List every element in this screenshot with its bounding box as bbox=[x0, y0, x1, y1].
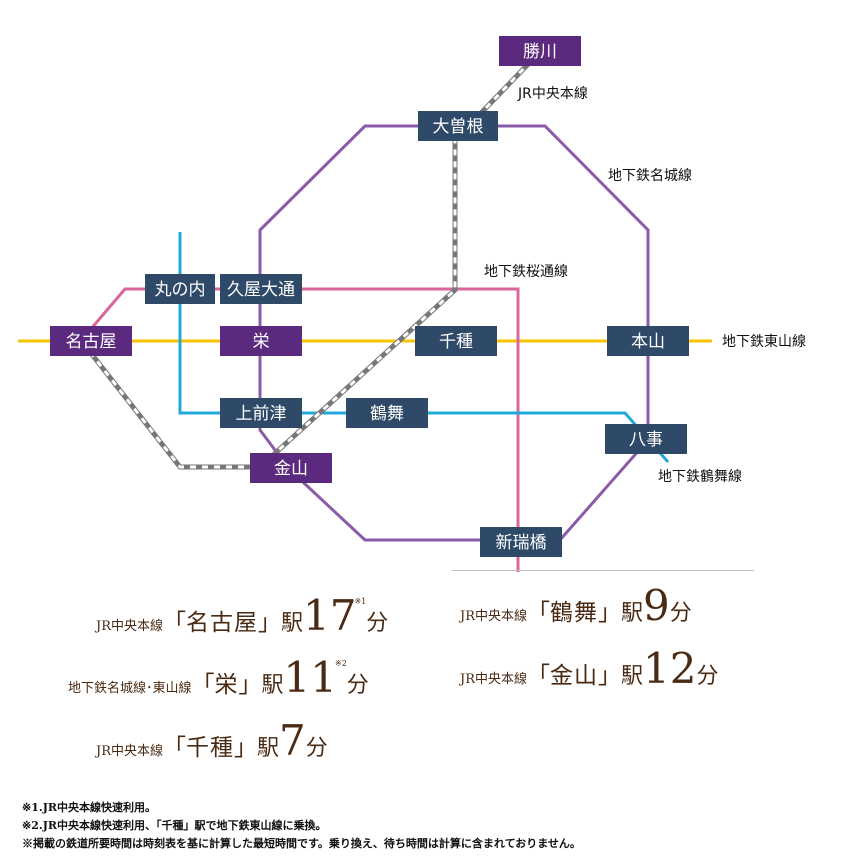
station-tsurumai: 鶴舞 bbox=[346, 398, 428, 428]
svg-text:名古屋: 名古屋 bbox=[66, 332, 117, 352]
minutes-unit: 分 bbox=[696, 664, 719, 689]
time-line: JR中央本線 bbox=[96, 744, 163, 759]
svg-text:丸の内: 丸の内 bbox=[155, 280, 206, 300]
time-minutes: 9 bbox=[643, 581, 670, 630]
bracket-close: 」 bbox=[258, 610, 281, 636]
svg-text:勝川: 勝川 bbox=[523, 42, 557, 62]
time-station: 千種 bbox=[186, 735, 234, 761]
station-sakae: 栄 bbox=[220, 326, 302, 356]
bracket-open: 「 bbox=[163, 610, 186, 636]
bracket-open: 「 bbox=[191, 672, 215, 698]
minutes-unit: 分 bbox=[366, 611, 389, 636]
time-note: ※2 bbox=[334, 659, 347, 668]
svg-text:久屋大通: 久屋大通 bbox=[227, 280, 295, 300]
time-station: 鶴舞 bbox=[550, 600, 598, 626]
minutes-unit: 分 bbox=[346, 673, 369, 698]
eki-label: 駅 bbox=[257, 736, 280, 761]
time-station: 栄 bbox=[214, 672, 239, 698]
time-minutes: 12 bbox=[643, 644, 697, 693]
time-line: JR中央本線 bbox=[460, 609, 527, 624]
bracket-close: 」 bbox=[234, 735, 257, 761]
time-tsurumai: JR中央本線「鶴舞」駅9分 bbox=[460, 585, 692, 627]
time-sakae: 地下鉄名城線･東山線「栄」駅11※2分 bbox=[68, 657, 369, 699]
station-marunouchi: 丸の内 bbox=[145, 274, 215, 304]
bracket-open: 「 bbox=[163, 735, 186, 761]
bracket-open: 「 bbox=[527, 663, 550, 689]
svg-text:上前津: 上前津 bbox=[236, 404, 287, 424]
time-minutes: 11 bbox=[283, 653, 337, 702]
station-chikusa: 千種 bbox=[415, 326, 497, 356]
station-yagoto: 八事 bbox=[605, 424, 687, 454]
station-nagoya: 名古屋 bbox=[50, 326, 132, 356]
station-motoyama: 本山 bbox=[607, 326, 689, 356]
svg-text:栄: 栄 bbox=[253, 332, 270, 352]
minutes-unit: 分 bbox=[305, 736, 328, 761]
svg-text:金山: 金山 bbox=[274, 459, 308, 479]
time-minutes: 17 bbox=[303, 591, 357, 640]
eki-label: 駅 bbox=[621, 601, 644, 626]
station-kamimaezu: 上前津 bbox=[220, 398, 302, 428]
station-katsukawa: 勝川 bbox=[499, 36, 581, 66]
station-shinmizuhashi: 新瑞橋 bbox=[480, 527, 562, 557]
svg-text:鶴舞: 鶴舞 bbox=[370, 404, 404, 424]
meijo-line bbox=[258, 124, 650, 542]
footnote-3: ※掲載の鉄道所要時間は時刻表を基に計算した最短時間です。乗り換え、待ち時間は計算… bbox=[22, 837, 581, 850]
time-minutes: 7 bbox=[279, 716, 306, 765]
svg-text:新瑞橋: 新瑞橋 bbox=[496, 533, 547, 553]
time-line: JR中央本線 bbox=[96, 619, 163, 634]
meijo-line-label: 地下鉄名城線 bbox=[608, 168, 692, 184]
eki-label: 駅 bbox=[261, 673, 284, 698]
time-nagoya: JR中央本線「名古屋」駅17※1分 bbox=[96, 595, 388, 637]
svg-text:本山: 本山 bbox=[631, 332, 665, 352]
footnote-2: ※2.JR中央本線快速利用、「千種」駅で地下鉄東山線に乗換。 bbox=[22, 819, 327, 832]
svg-text:大曽根: 大曽根 bbox=[433, 117, 484, 137]
time-line: JR中央本線 bbox=[460, 672, 527, 687]
higashiyama-line-label: 地下鉄東山線 bbox=[722, 334, 806, 350]
bracket-open: 「 bbox=[527, 600, 550, 626]
station-hisaya-odori: 久屋大通 bbox=[220, 274, 302, 304]
svg-text:八事: 八事 bbox=[629, 430, 663, 450]
time-chikusa: JR中央本線「千種」駅7分 bbox=[96, 720, 328, 762]
station-kanayama: 金山 bbox=[250, 453, 332, 483]
sakura-dori-line-label: 地下鉄桜通線 bbox=[484, 264, 568, 280]
time-kanayama: JR中央本線「金山」駅12分 bbox=[460, 648, 718, 690]
footnotes: ※1.JR中央本線快速利用。 ※2.JR中央本線快速利用、「千種」駅で地下鉄東山… bbox=[22, 799, 581, 853]
jr-chuo-line-label: JR中央本線 bbox=[517, 86, 588, 102]
minutes-unit: 分 bbox=[669, 601, 692, 626]
eki-label: 駅 bbox=[281, 611, 304, 636]
sakura-dori-line bbox=[88, 287, 520, 572]
route-map: JR中央本線 地下鉄名城線 地下鉄桜通線 地下鉄東山線 地下鉄鶴舞線 勝川 大曽… bbox=[18, 36, 806, 572]
bracket-close: 」 bbox=[598, 600, 621, 626]
bracket-close: 」 bbox=[238, 672, 262, 698]
time-station: 金山 bbox=[550, 663, 598, 689]
svg-text:千種: 千種 bbox=[439, 332, 473, 352]
eki-label: 駅 bbox=[621, 664, 644, 689]
time-note: ※1 bbox=[354, 597, 367, 606]
divider bbox=[452, 570, 754, 571]
station-ozone: 大曽根 bbox=[418, 111, 498, 141]
time-station: 名古屋 bbox=[186, 610, 258, 636]
tsurumai-line-label: 地下鉄鶴舞線 bbox=[658, 468, 742, 485]
bracket-close: 」 bbox=[598, 663, 621, 689]
footnote-1: ※1.JR中央本線快速利用。 bbox=[22, 801, 157, 814]
time-line: 地下鉄名城線･東山線 bbox=[68, 681, 192, 696]
